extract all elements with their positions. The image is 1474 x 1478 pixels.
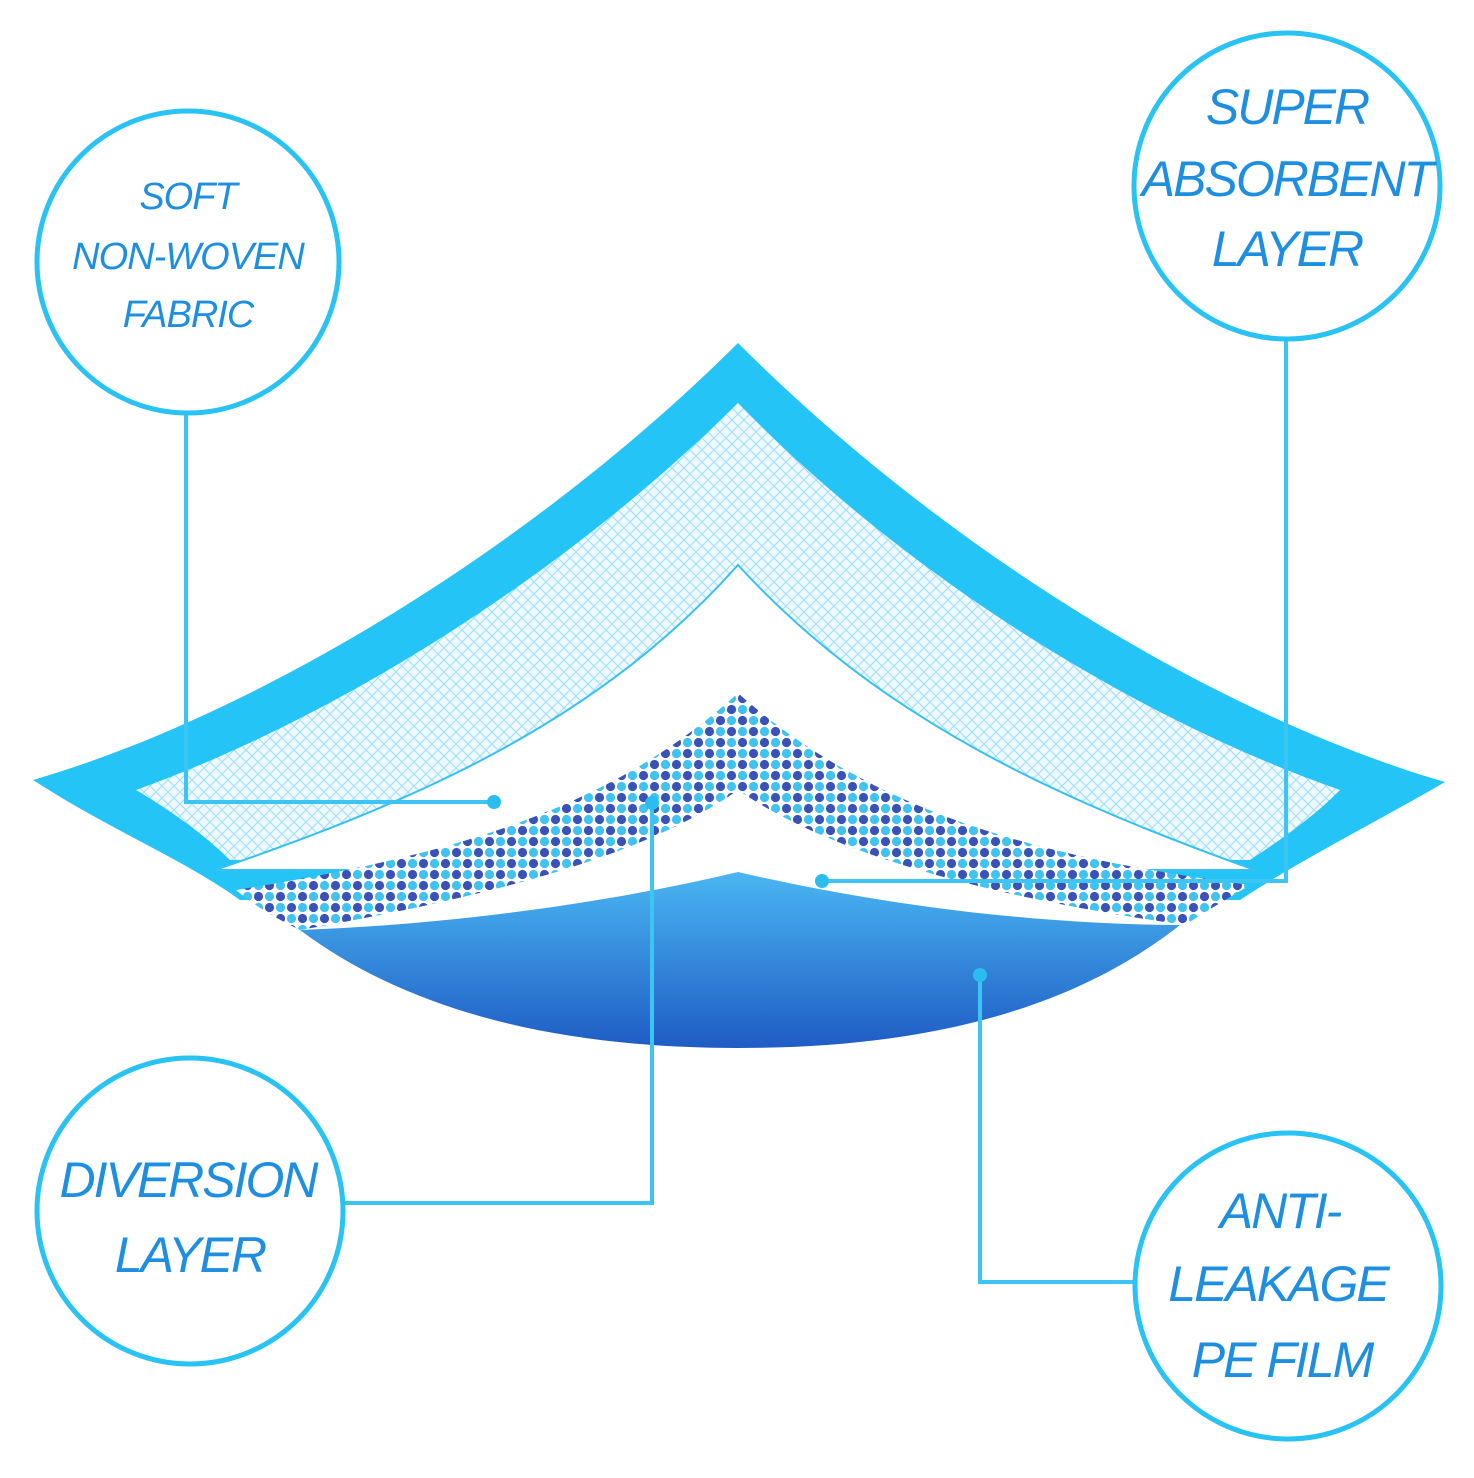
label-circle-diversion xyxy=(34,1055,346,1367)
label-diversion: DIVERSION LAYER xyxy=(34,1055,346,1367)
label-soft-fabric: SOFT NON-WOVEN FABRIC xyxy=(34,108,342,416)
label-diversion-line-1: DIVERSION xyxy=(59,1152,319,1208)
label-super-absorbent-line-2: ABSORBENT xyxy=(1139,151,1438,207)
leader-dot-anti-leakage xyxy=(973,968,987,982)
label-super-absorbent-line-3: LAYER xyxy=(1212,221,1363,277)
label-circle-soft-fabric xyxy=(34,108,342,416)
label-soft-fabric-line-1: SOFT xyxy=(139,176,240,218)
pe-film-layer xyxy=(300,872,1180,1048)
leader-dot-diversion xyxy=(645,796,659,810)
label-anti-leakage-line-3: PE FILM xyxy=(1192,1332,1375,1388)
diversion-inner-cut xyxy=(300,790,1185,930)
leader-super-absorbent xyxy=(822,336,1288,883)
label-anti-leakage-line-1: ANTI- xyxy=(1217,1183,1342,1239)
leader-soft-fabric xyxy=(184,415,494,804)
label-soft-fabric-line-2: NON-WOVEN xyxy=(72,236,305,278)
leader-diversion xyxy=(345,803,654,1205)
leader-dot-soft-fabric xyxy=(487,795,501,809)
leader-anti-leakage xyxy=(978,975,1135,1284)
label-diversion-line-2: LAYER xyxy=(115,1227,266,1283)
label-anti-leakage: ANTI- LEAKAGE PE FILM xyxy=(1132,1130,1444,1442)
label-super-absorbent: SUPER ABSORBENT LAYER xyxy=(1131,30,1443,342)
label-super-absorbent-line-1: SUPER xyxy=(1206,79,1369,135)
label-circle-super-absorbent xyxy=(1131,30,1443,342)
label-soft-fabric-line-3: FABRIC xyxy=(123,294,255,336)
leader-dot-super-absorbent xyxy=(815,874,829,888)
label-anti-leakage-line-2: LEAKAGE xyxy=(1168,1256,1390,1312)
label-circle-anti-leakage xyxy=(1132,1130,1444,1442)
